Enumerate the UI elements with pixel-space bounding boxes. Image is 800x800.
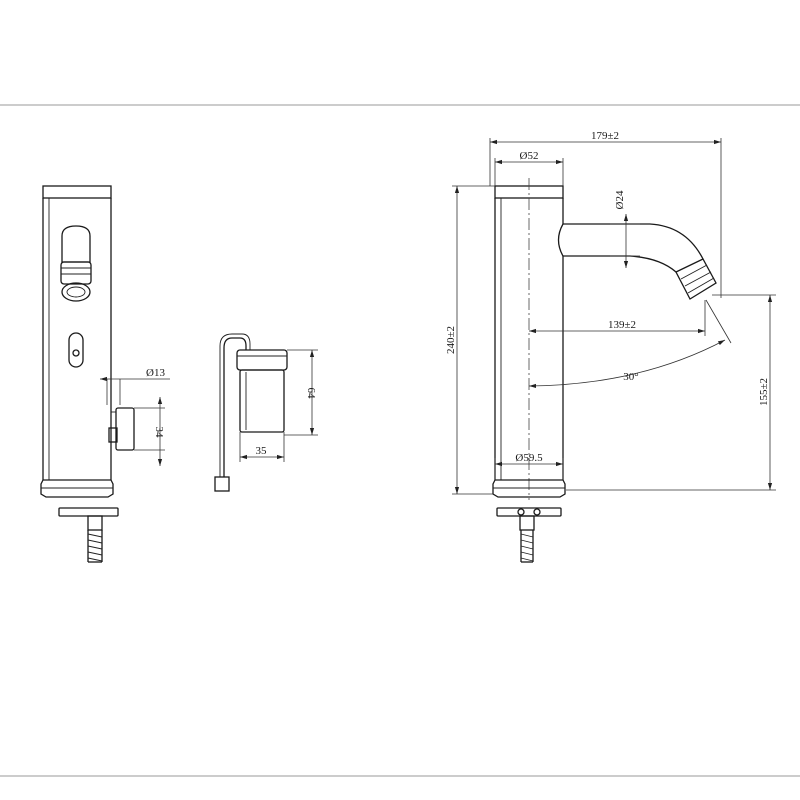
side-base [492,479,566,498]
spout-aerator-line-1 [680,264,708,280]
cable-connector [214,476,230,492]
side-mount-bolt-left [517,508,525,516]
front-mount-nut [87,515,103,531]
side-mount-bolt-right [533,508,541,516]
front-valve-handle [115,407,135,451]
dim-body-diameter: Ø52 [520,150,539,162]
control-box-cable-inner [219,333,251,477]
side-mount-nut [519,515,535,531]
control-box-view: 64 35 [214,333,318,492]
control-box-cap [236,349,288,371]
spout-aerator-line-3 [687,277,715,294]
side-mount-plate [496,507,562,517]
control-box-cable [223,337,247,477]
sensor-eye [72,349,80,357]
front-aerator-ring [60,261,92,285]
dim-box-height: 64 [305,388,317,400]
spout-aerator-line-2 [684,271,712,287]
side-view: 179±2 Ø52 Ø24 240±2 139±2 30° 155±2 [445,130,776,563]
front-spout-opening [61,225,91,263]
dim-sensor-diameter: Ø13 [146,367,165,379]
dim-spout-angle: 30° [623,371,638,383]
dim-box-width: 35 [256,445,268,457]
spout-upper-edge [563,223,704,260]
spout-aerator [675,258,717,300]
dim-spout-diameter: Ø24 [614,190,626,209]
dim-spout-reach: 139±2 [608,319,636,331]
front-aerator-inner [66,286,86,298]
dim-valve-height: 34 [153,427,165,439]
spout-lower-edge [563,255,677,273]
front-aerator-outlet [61,282,91,302]
dim-outlet-height: 155±2 [758,378,770,406]
side-threaded-rod [520,530,534,563]
dim-base-diameter: Ø59.5 [515,452,543,464]
front-base [40,479,114,498]
front-mount-plate [58,507,119,517]
front-view: Ø13 34 [40,185,170,563]
angle-arc [528,339,726,389]
dim-overall-width: 179±2 [591,130,619,142]
control-box-body [239,369,285,433]
angle-ray [705,299,732,344]
front-top-cap [42,185,112,199]
dim-overall-height: 240±2 [445,326,457,354]
front-threaded-rod [87,530,103,563]
sensor-window [68,332,84,368]
spout-neck-curve [557,223,564,257]
front-valve-stem [108,427,118,443]
